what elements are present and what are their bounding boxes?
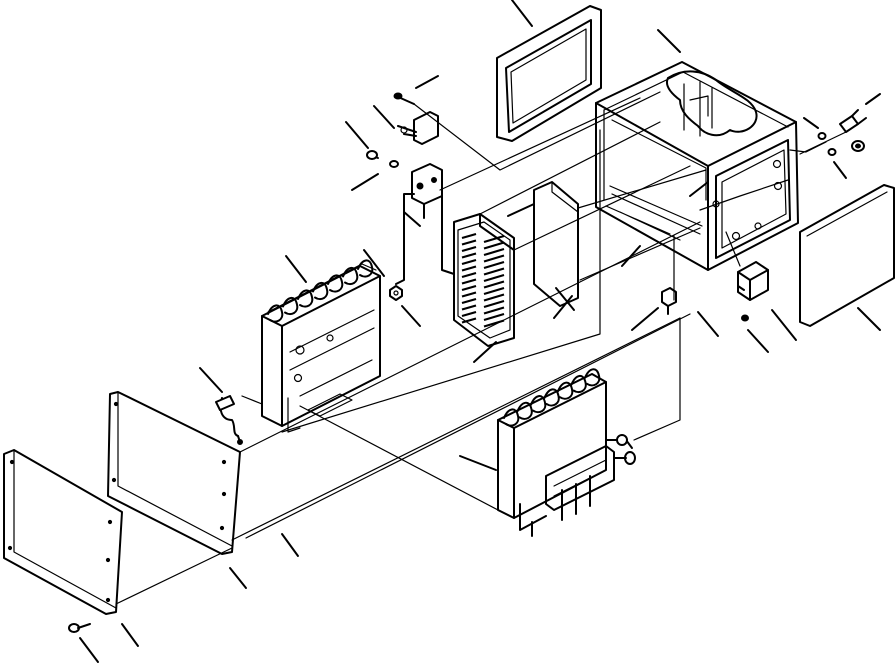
- detail-stroke: [461, 239, 477, 246]
- drain-bolt: [661, 287, 677, 315]
- detail-stroke: [461, 232, 477, 240]
- outer-cover-plate: [3, 449, 123, 615]
- fin-coil: [357, 259, 374, 278]
- detail-stroke: [461, 252, 477, 259]
- heater-core: [261, 259, 381, 427]
- expansion-valve-block: [395, 163, 455, 285]
- side-panel: [799, 184, 895, 327]
- thermostat-switch: [397, 111, 439, 145]
- leader-lines: [79, 0, 881, 663]
- fin-coil: [297, 289, 314, 308]
- fin-coil: [543, 388, 560, 407]
- detail-stroke: [483, 306, 505, 315]
- top-gasket-panel: [496, 5, 602, 142]
- fin-coil: [570, 375, 587, 394]
- inner-cover-plate: [107, 391, 241, 555]
- assembly-lines: [115, 91, 847, 605]
- fin-coil: [267, 304, 284, 323]
- detail-stroke: [483, 280, 505, 289]
- detail-stroke: [483, 241, 505, 250]
- detail-stroke: [483, 273, 505, 283]
- sensor-harness: [215, 395, 243, 445]
- detail-stroke: [461, 317, 477, 324]
- nut-hex: [389, 285, 403, 301]
- connector-plug: [839, 109, 867, 133]
- fin-coil: [342, 267, 359, 286]
- detail-stroke: [483, 299, 505, 309]
- detail-stroke: [483, 286, 505, 296]
- louvered-filter: [453, 213, 515, 347]
- fin-coil: [327, 274, 344, 293]
- grommet-washer: [817, 132, 865, 156]
- fin-coil: [312, 282, 329, 301]
- detail-stroke: [461, 278, 477, 285]
- evaporator-core: [497, 368, 636, 537]
- resistor-block: [737, 261, 769, 301]
- fin-coil: [584, 368, 601, 387]
- detail-stroke: [461, 284, 477, 292]
- detail-stroke: [483, 267, 505, 276]
- screw-bottom: [68, 623, 91, 633]
- detail-stroke: [483, 312, 505, 322]
- detail-stroke: [461, 258, 477, 266]
- detail-stroke: [461, 304, 477, 311]
- fin-coil: [530, 395, 547, 414]
- housing-box: [595, 61, 799, 271]
- detail-stroke: [483, 254, 505, 263]
- detail-stroke: [461, 291, 477, 298]
- fin-coil: [557, 381, 574, 400]
- fin-coil: [282, 297, 299, 316]
- screw-top: [393, 92, 415, 105]
- fin-coil: [516, 401, 533, 420]
- detail-stroke: [483, 247, 505, 257]
- screw-resistor: [741, 314, 749, 322]
- detail-stroke: [483, 293, 505, 302]
- fin-coil: [503, 408, 520, 427]
- bolt-small: [366, 150, 379, 160]
- filter-plate: [533, 181, 579, 307]
- detail-stroke: [483, 234, 505, 244]
- detail-stroke: [461, 297, 477, 305]
- detail-stroke: [461, 265, 477, 272]
- detail-stroke: [461, 245, 477, 253]
- washer-small: [389, 160, 399, 168]
- detail-stroke: [483, 260, 505, 270]
- detail-stroke: [461, 310, 477, 318]
- detail-stroke: [461, 271, 477, 279]
